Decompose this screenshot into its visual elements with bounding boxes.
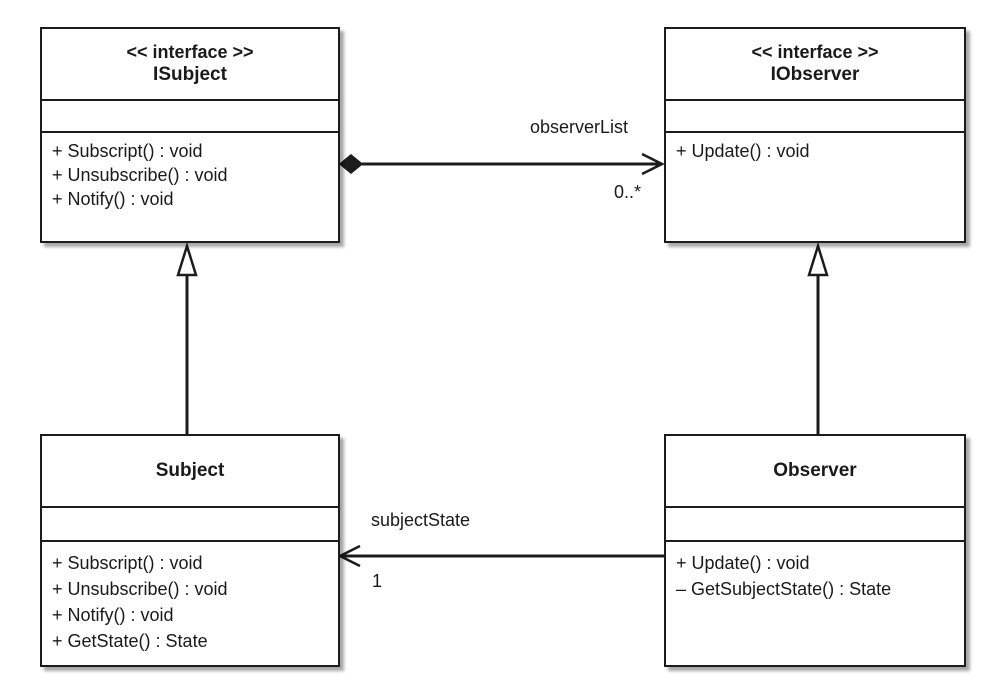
iobserver-name: IObserver [770,64,860,85]
composition-open-arrowhead [641,152,665,176]
operation: + Notify() : void [52,189,174,209]
observer-list-multiplicity-label: 0..* [614,182,642,202]
observer-generalization-triangle [807,241,829,277]
observer-list-role-label: observerList [530,117,629,137]
isubject-operations: + Subscript() : void + Unsubscribe() : v… [42,133,338,211]
iobserver-stereotype: << interface >> [751,42,879,62]
operation: + Notify() : void [52,605,174,625]
composition-diamond [338,154,364,174]
isubject-attributes [42,101,338,133]
operation: + Unsubscribe() : void [52,579,228,599]
observer-class[interactable]: Observer + Update() : void – GetSubjectS… [664,434,966,667]
subject-state-role-label: subjectState [371,510,471,530]
operation: – GetSubjectState() : State [676,579,892,599]
operation: + Unsubscribe() : void [52,165,228,185]
operation: + Subscript() : void [52,141,203,161]
operation: + Update() : void [676,553,810,573]
iobserver-class[interactable]: << interface >> IObserver + Update() : v… [664,27,966,243]
operation: + Subscript() : void [52,553,203,573]
isubject-class[interactable]: << interface >> ISubject + Subscript() :… [40,27,340,243]
observer-operations: + Update() : void – GetSubjectState() : … [666,542,964,602]
observer-attributes [666,508,964,542]
subject-name: Subject [155,460,225,481]
isubject-stereotype: << interface >> [126,42,254,62]
isubject-header: << interface >> ISubject [42,29,338,101]
subject-state-multiplicity-label: 1 [372,571,383,591]
iobserver-header: << interface >> IObserver [666,29,964,101]
iobserver-operations: + Update() : void [666,133,964,163]
operation: + Update() : void [676,141,810,161]
observer-name: Observer [773,460,857,481]
isubject-name: ISubject [153,64,227,85]
subject-header: Subject [42,436,338,508]
subject-class[interactable]: Subject + Subscript() : void + Unsubscri… [40,434,340,667]
subject-attributes [42,508,338,542]
observer-header: Observer [666,436,964,508]
subject-generalization-triangle [176,241,198,277]
subject-state-open-arrowhead [337,544,361,568]
subject-operations: + Subscript() : void + Unsubscribe() : v… [42,542,338,654]
operation: + GetState() : State [52,631,208,651]
iobserver-attributes [666,101,964,133]
